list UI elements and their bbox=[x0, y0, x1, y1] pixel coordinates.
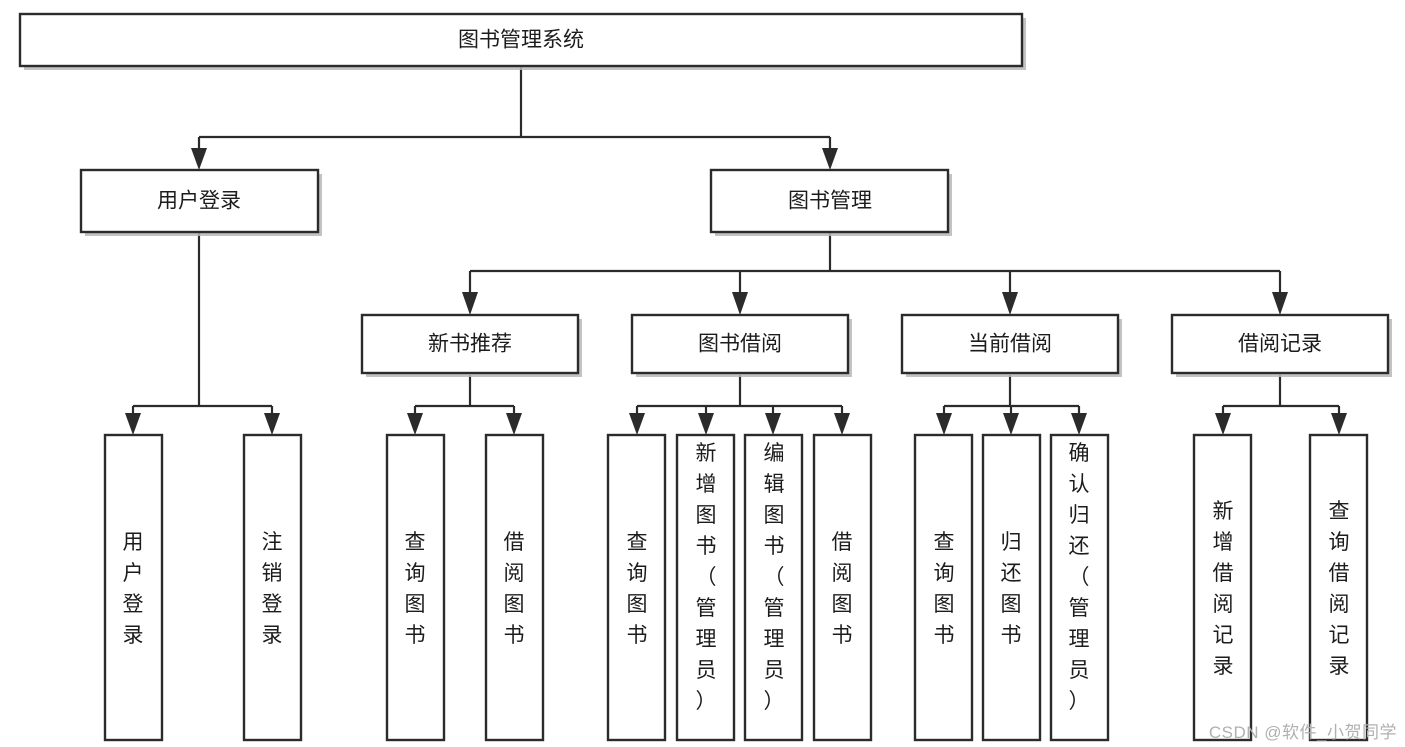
arrow-head-bb-add bbox=[698, 413, 714, 435]
leaf-bb-add-book-box[interactable] bbox=[675, 433, 736, 742]
arrow-head-book-borrow bbox=[732, 292, 748, 315]
arrow-head-bb-borrow bbox=[834, 413, 850, 435]
csdn-watermark: CSDN @软件_小贺同学 bbox=[1208, 723, 1397, 742]
arrow-head-cb-return bbox=[1003, 413, 1019, 435]
leaf-bb-edit-book[interactable]: 编辑图书（管理员） bbox=[743, 433, 804, 742]
root-box[interactable] bbox=[18, 12, 1024, 68]
arrow-head-nbr-query bbox=[407, 413, 423, 435]
arrow-head-cb-confirm bbox=[1071, 413, 1087, 435]
leaf-cb-return-book-box[interactable] bbox=[981, 433, 1042, 742]
leaf-nbr-query-book-label: 查询图书 bbox=[405, 531, 426, 647]
leaf-bb-query-book-box[interactable] bbox=[606, 433, 667, 742]
leaf-user-login-box[interactable] bbox=[103, 433, 164, 742]
leaf-bb-borrow-book-box[interactable] bbox=[812, 433, 873, 742]
arrow-head-book-mgmt bbox=[822, 148, 838, 170]
user-login-box[interactable] bbox=[79, 168, 320, 234]
book-management-label: 图书管理 bbox=[788, 190, 872, 213]
arrow-head-bb-edit bbox=[765, 413, 781, 435]
leaf-cb-confirm-return-label: 确认归还（管理员） bbox=[1069, 442, 1090, 713]
leaf-cb-query-book[interactable]: 查询图书 bbox=[913, 433, 974, 742]
connector-layer bbox=[125, 66, 1347, 435]
leaf-user-login-label: 用户登录 bbox=[123, 531, 144, 647]
book-management-box[interactable] bbox=[709, 168, 950, 234]
leaf-br-query-record-label: 查询借阅记录 bbox=[1329, 500, 1350, 678]
arrow-head-bb-query bbox=[629, 413, 645, 435]
arrow-head-user-login bbox=[191, 148, 207, 170]
node-current-borrow[interactable]: 当前借阅 bbox=[900, 313, 1122, 377]
leaf-logout[interactable]: 注销登录 bbox=[242, 433, 303, 742]
arrow-head-br-add bbox=[1215, 413, 1231, 435]
current-borrow-label: 当前借阅 bbox=[968, 333, 1052, 356]
leaf-bb-edit-book-label: 编辑图书（管理员） bbox=[764, 442, 785, 713]
root-label: 图书管理系统 bbox=[458, 29, 584, 52]
leaf-br-add-record[interactable]: 新增借阅记录 bbox=[1192, 433, 1253, 742]
arrow-head-current-borrow bbox=[1002, 292, 1018, 315]
leaf-br-add-record-box[interactable] bbox=[1192, 433, 1253, 742]
leaf-logout-box[interactable] bbox=[242, 433, 303, 742]
new-book-recommend-box[interactable] bbox=[360, 313, 580, 375]
leaf-cb-return-book[interactable]: 归还图书 bbox=[981, 433, 1042, 742]
leaf-cb-return-book-label: 归还图书 bbox=[1001, 531, 1022, 647]
new-book-recommend-label: 新书推荐 bbox=[428, 333, 512, 356]
leaf-nbr-borrow-book-box[interactable] bbox=[484, 433, 545, 742]
leaf-logout-label: 注销登录 bbox=[262, 531, 283, 647]
leaf-bb-add-book[interactable]: 新增图书（管理员） bbox=[675, 433, 736, 742]
node-book-borrow[interactable]: 图书借阅 bbox=[630, 313, 852, 377]
leaf-nbr-borrow-book[interactable]: 借阅图书 bbox=[484, 433, 545, 742]
current-borrow-box[interactable] bbox=[900, 313, 1120, 375]
leaf-cb-query-book-box[interactable] bbox=[913, 433, 974, 742]
leaf-bb-borrow-book-label: 借阅图书 bbox=[832, 531, 853, 647]
borrow-record-label: 借阅记录 bbox=[1238, 333, 1322, 356]
arrow-head-cb-query bbox=[936, 413, 952, 435]
leaf-bb-query-book-label: 查询图书 bbox=[627, 531, 648, 647]
arrow-head-borrow-record bbox=[1272, 292, 1288, 315]
leaf-br-query-record[interactable]: 查询借阅记录 bbox=[1308, 433, 1369, 742]
book-borrow-box[interactable] bbox=[630, 313, 850, 375]
borrow-record-box[interactable] bbox=[1170, 313, 1390, 375]
node-root[interactable]: 图书管理系统 bbox=[18, 12, 1026, 70]
arrow-head-leaf-user-login bbox=[125, 413, 141, 435]
leaf-user-login[interactable]: 用户登录 bbox=[103, 433, 164, 742]
arrow-head-leaf-logout bbox=[264, 413, 280, 435]
node-user-login[interactable]: 用户登录 bbox=[79, 168, 322, 236]
leaf-br-query-record-box[interactable] bbox=[1308, 433, 1369, 742]
node-new-book-recommend[interactable]: 新书推荐 bbox=[360, 313, 582, 377]
leaf-bb-query-book[interactable]: 查询图书 bbox=[606, 433, 667, 742]
user-login-label: 用户登录 bbox=[157, 190, 241, 213]
leaf-bb-add-book-label: 新增图书（管理员） bbox=[696, 442, 717, 713]
leaf-cb-confirm-return-box[interactable] bbox=[1049, 433, 1110, 742]
leaf-nbr-query-book-box[interactable] bbox=[385, 433, 446, 742]
node-borrow-record[interactable]: 借阅记录 bbox=[1170, 313, 1392, 377]
arrow-head-br-query bbox=[1331, 413, 1347, 435]
leaf-br-add-record-label: 新增借阅记录 bbox=[1213, 500, 1234, 678]
book-borrow-label: 图书借阅 bbox=[698, 333, 782, 356]
arrow-head-nbr-borrow bbox=[506, 413, 522, 435]
leaf-cb-query-book-label: 查询图书 bbox=[934, 531, 955, 647]
leaf-bb-edit-book-box[interactable] bbox=[743, 433, 804, 742]
arrow-head-new-book bbox=[462, 292, 478, 315]
leaf-bb-borrow-book[interactable]: 借阅图书 bbox=[812, 433, 873, 742]
node-book-management[interactable]: 图书管理 bbox=[709, 168, 952, 236]
leaf-nbr-query-book[interactable]: 查询图书 bbox=[385, 433, 446, 742]
leaf-cb-confirm-return[interactable]: 确认归还（管理员） bbox=[1049, 433, 1110, 742]
leaf-nbr-borrow-book-label: 借阅图书 bbox=[504, 531, 525, 647]
